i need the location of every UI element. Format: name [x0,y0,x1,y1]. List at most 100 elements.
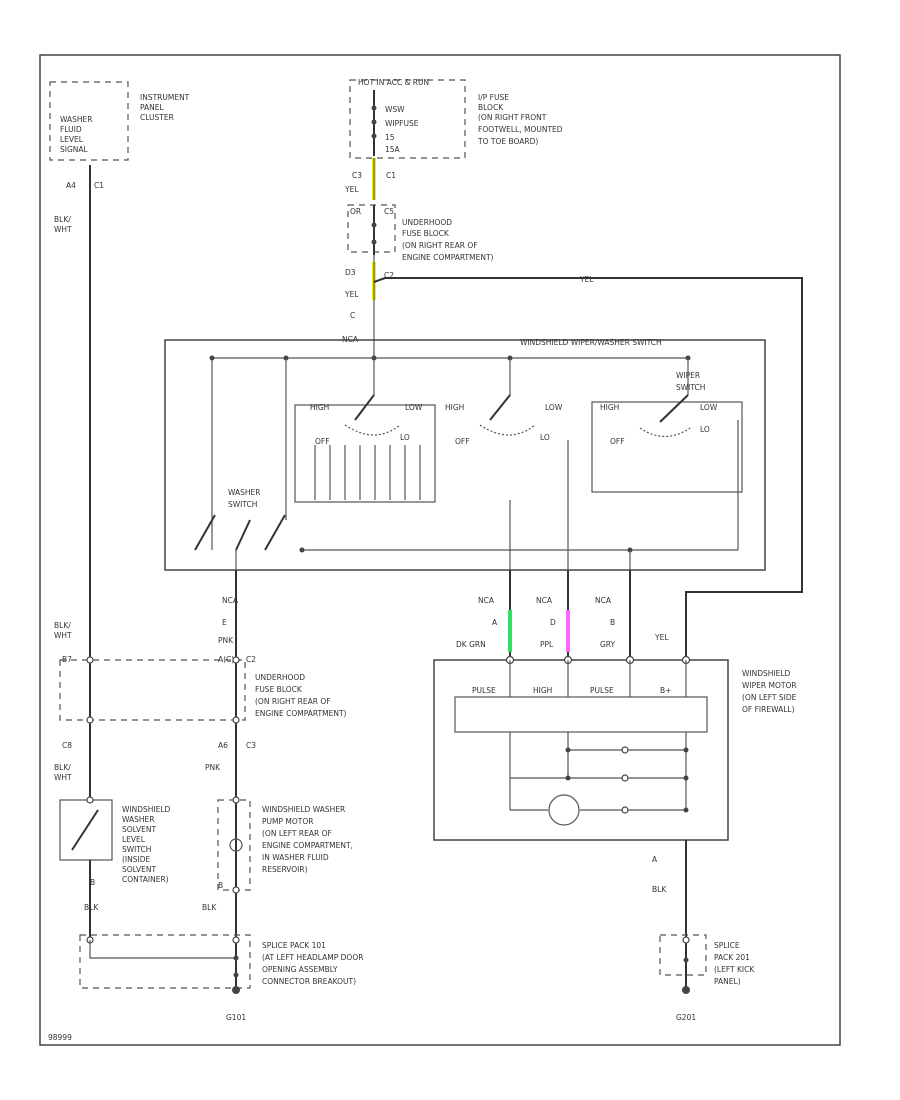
underhood-left-label-4: ENGINE COMPARTMENT) [255,709,347,718]
ip-fuse-label-4: FOOTWELL, MOUNTED [478,125,563,134]
wire-label-yel-1: YEL [344,185,359,194]
wiper-switch-label-2: SWITCH [676,383,705,392]
ground-101-icon [232,986,240,994]
wire-label-b-left: B [90,878,95,887]
switch-title: WINDSHIELD WIPER/WASHER SWITCH [520,338,662,347]
sw1-delay-contacts [314,445,421,500]
ip-fuse-block: HOT IN ACC & RUN WSW WIPFUSE 15 15A I/P … [349,78,563,159]
instrument-cluster-block: INSTRUMENT PANEL CLUSTER WASHER FLUID LE… [49,81,190,234]
wire-label-blkwht-2b: WHT [54,631,72,640]
wire-label-e: E [222,618,227,627]
wiper-motor-label-2: WIPER MOTOR [742,681,797,690]
wire-label-nca-left: NCA [222,596,239,605]
wire-label-blkwht-1: BLK/ [54,215,71,224]
wire-label-c3-left: C3 [246,741,256,750]
wire-label-c: C [350,311,355,320]
wire-label-c2-left: C2 [246,655,256,664]
instrument-cluster-label-2: PANEL [140,103,165,112]
ground-label-g201: G201 [676,1013,696,1022]
wire-label-b7: B7 [62,655,72,664]
level-switch-label-1: WINDSHIELD [122,805,171,814]
splice-left-4: CONNECTOR BREAKOUT) [262,977,356,986]
washer-switch-label-2: SWITCH [228,500,257,509]
sw2-high: HIGH [445,403,464,412]
level-switch-label-4: LEVEL [122,835,146,844]
pump-motor-icon [229,838,243,852]
wire-label-yel-right: YEL [579,275,594,284]
ip-fuse-label-5: TO TOE BOARD) [477,137,538,146]
washer-switch-label-1: WASHER [228,488,261,497]
splice-pack-101: SPLICE PACK 101 (AT LEFT HEADLAMP DOOR O… [79,934,363,1022]
wire-label-pin-a: A [492,618,498,627]
sw2-lo: LO [540,433,550,442]
pump-label-2: PUMP MOTOR [262,817,313,826]
level-switch-label-8: CONTAINER) [122,875,169,884]
motor-armature-icon [548,794,580,826]
instrument-cluster-label-1: INSTRUMENT [140,93,190,102]
fluid-signal-label-4: SIGNAL [60,145,89,154]
wire-label-blkwht-3b: WHT [54,773,72,782]
splice-left-3: OPENING ASSEMBLY [262,965,338,974]
fluid-signal-label-3: LEVEL [60,135,84,144]
splice-right-1: SPLICE [714,941,740,950]
ip-fuse-label-1: I/P FUSE [478,93,509,102]
fluid-signal-label-1: WASHER [60,115,93,124]
level-switch-label-5: SWITCH [122,845,151,854]
fuse-line-4: 15A [385,145,401,154]
wire-label-c2: C2 [384,271,394,280]
wire-label-gry: GRY [600,640,616,649]
fuse-line-2: WIPFUSE [385,119,419,128]
level-switch-label-3: SOLVENT [122,825,156,834]
wire-label-yel-2: YEL [344,290,359,299]
pump-label-3: (ON LEFT REAR OF [262,829,332,838]
splice-right-2: PACK 201 [714,953,750,962]
splice-pack-201: SPLICE PACK 201 (LEFT KICK PANEL) G201 [659,934,755,1022]
ip-fuse-label-3: (ON RIGHT FRONT [478,113,547,122]
sw1-off: OFF [315,437,330,446]
underhood-top-label-1: UNDERHOOD [402,218,452,227]
wire-yel-to-motor [373,277,803,660]
wire-label-c8: C8 [62,741,72,750]
diagram-frame [39,54,841,1046]
motor-term-4: B+ [660,686,671,695]
sw3-lo: LO [700,425,710,434]
pump-label-1: WINDSHIELD WASHER [262,805,345,814]
wiper-motor: PULSE HIGH PULSE B+ WINDSHIELD WIPER MOT… [433,655,797,841]
wire-label-a6: A6 [218,741,228,750]
splice-left-1: SPLICE PACK 101 [262,941,326,950]
instrument-cluster-label-3: CLUSTER [140,113,174,122]
washer-pump-motor: WINDSHIELD WASHER PUMP MOTOR (ON LEFT RE… [217,796,353,894]
sw1-high: HIGH [310,403,329,412]
underhood-left-label-2: FUSE BLOCK [255,685,303,694]
level-switch-label-6: (INSIDE [122,855,150,864]
underhood-fuse-block-left: UNDERHOOD FUSE BLOCK (ON RIGHT REAR OF E… [59,656,347,724]
wire-label-pnk-2: PNK [205,763,221,772]
wire-label-yel-motor: YEL [654,633,669,642]
wire-label-blkwht-3: BLK/ [54,763,71,772]
fuse-line-1: WSW [385,105,405,114]
ground-201-icon [682,986,690,994]
splice-right-4: PANEL) [714,977,741,986]
underhood-fuse-block-top: OR C5 UNDERHOOD FUSE BLOCK (ON RIGHT REA… [347,204,494,262]
wire-label-blkwht-2: BLK/ [54,621,71,630]
wire-label-dk-grn: DK GRN [456,640,486,649]
wire-label-pin-a-bottom: A [652,855,658,864]
wire-label-blk-right: BLK [652,885,667,894]
wiper-washer-switch: WINDSHIELD WIPER/WASHER SWITCH HIGH LOW … [164,338,766,571]
wire-label-pin-b: B [610,618,615,627]
wire-label-c3-top: C3 [352,171,362,180]
wire-label-nca-2: NCA [536,596,553,605]
splice-right-3: (LEFT KICK [714,965,755,974]
wire-label-nca-3: NCA [595,596,612,605]
wire-label-pin-d: D [550,618,556,627]
wire-label-c1-left: C1 [94,181,104,190]
wiper-motor-label-1: WINDSHIELD [742,669,791,678]
pump-label-5: IN WASHER FLUID [262,853,329,862]
ground-label-g101: G101 [226,1013,246,1022]
wire-label-blk-2: BLK [202,903,217,912]
level-switch-label-2: WASHER [122,815,155,824]
sw3-off: OFF [610,437,625,446]
underhood-top-label-3: (ON RIGHT REAR OF [402,241,478,250]
underhood-top-label-4: ENGINE COMPARTMENT) [402,253,494,262]
